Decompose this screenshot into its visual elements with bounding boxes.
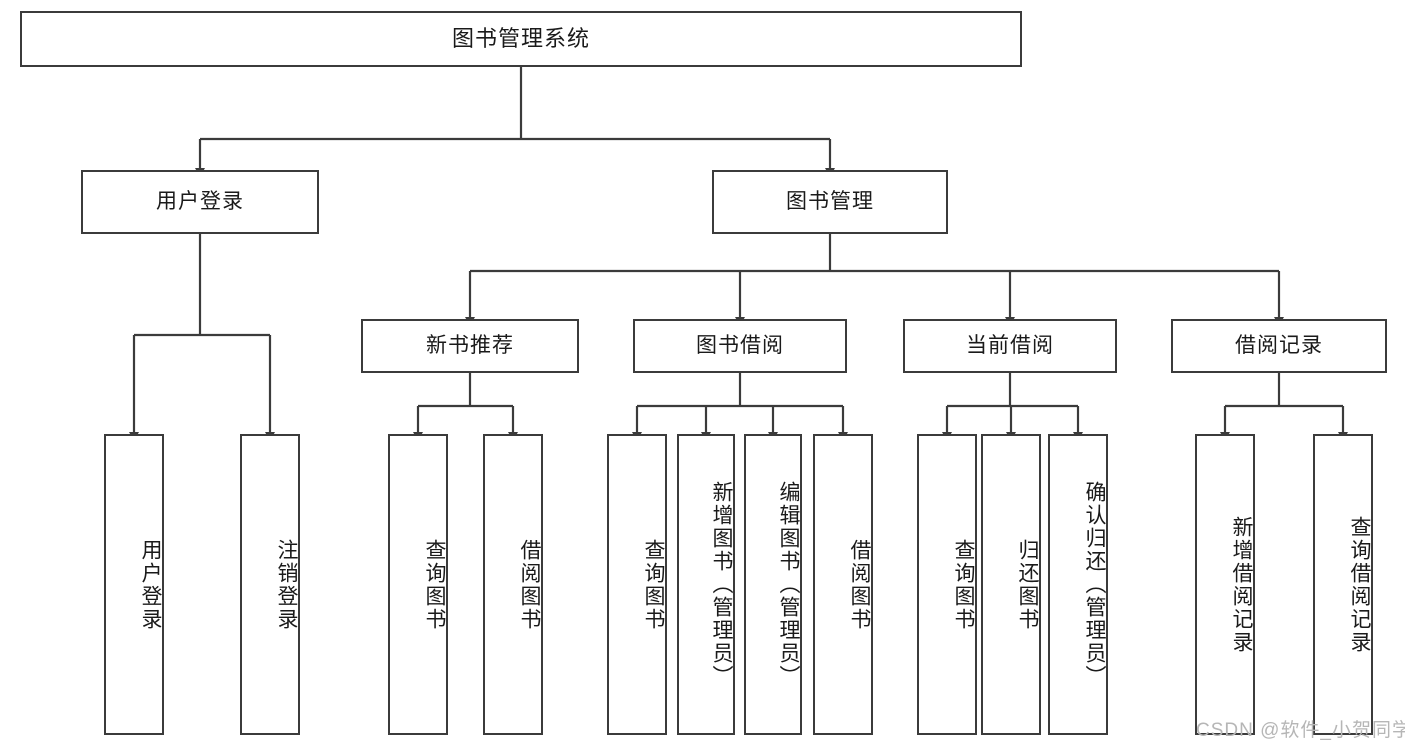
connector-lines: [129, 67, 1348, 441]
node-leaf4[interactable]: 借阅图书: [483, 434, 543, 735]
node-leaf7[interactable]: 编辑图书（管理员）: [744, 434, 802, 735]
node-leaf8[interactable]: 借阅图书: [813, 434, 873, 735]
node-leaf6[interactable]: 新增图书（管理员）: [677, 434, 735, 735]
node-label: 当前借阅: [966, 334, 1054, 358]
node-leaf9[interactable]: 查询图书: [917, 434, 977, 735]
node-label: 查询借阅记录: [1348, 515, 1371, 654]
node-leaf10[interactable]: 归还图书: [981, 434, 1041, 735]
node-label: 查询图书: [952, 538, 975, 631]
node-label: 用户登录: [139, 538, 162, 631]
node-label: 新增借阅记录: [1230, 515, 1253, 654]
node-leaf11[interactable]: 确认归还（管理员）: [1048, 434, 1108, 735]
node-leaf5[interactable]: 查询图书: [607, 434, 667, 735]
node-label: 借阅图书: [848, 538, 871, 631]
node-leaf12[interactable]: 新增借阅记录: [1195, 434, 1255, 735]
node-newbook[interactable]: 新书推荐: [361, 319, 579, 373]
node-label: 归还图书: [1016, 538, 1039, 631]
node-root[interactable]: 图书管理系统: [20, 11, 1022, 67]
node-label: 用户登录: [156, 190, 244, 214]
node-login[interactable]: 用户登录: [81, 170, 319, 234]
node-borrow[interactable]: 图书借阅: [633, 319, 847, 373]
node-bookmgmt[interactable]: 图书管理: [712, 170, 948, 234]
node-label: 借阅记录: [1235, 334, 1323, 358]
node-leaf3[interactable]: 查询图书: [388, 434, 448, 735]
node-label: 图书借阅: [696, 334, 784, 358]
node-leaf13[interactable]: 查询借阅记录: [1313, 434, 1373, 735]
node-label: 新书推荐: [426, 334, 514, 358]
node-leaf1[interactable]: 用户登录: [104, 434, 164, 735]
node-label: 注销登录: [275, 538, 298, 631]
node-label: 查询图书: [642, 538, 665, 631]
node-records[interactable]: 借阅记录: [1171, 319, 1387, 373]
node-label: 图书管理系统: [451, 25, 590, 51]
node-label: 确认归还（管理员）: [1083, 481, 1106, 688]
node-label: 借阅图书: [518, 538, 541, 631]
node-label: 编辑图书（管理员）: [777, 481, 800, 688]
node-label: 图书管理: [786, 190, 874, 214]
node-current[interactable]: 当前借阅: [903, 319, 1117, 373]
node-label: 查询图书: [423, 538, 446, 631]
node-label: 新增图书（管理员）: [710, 481, 733, 688]
node-leaf2[interactable]: 注销登录: [240, 434, 300, 735]
